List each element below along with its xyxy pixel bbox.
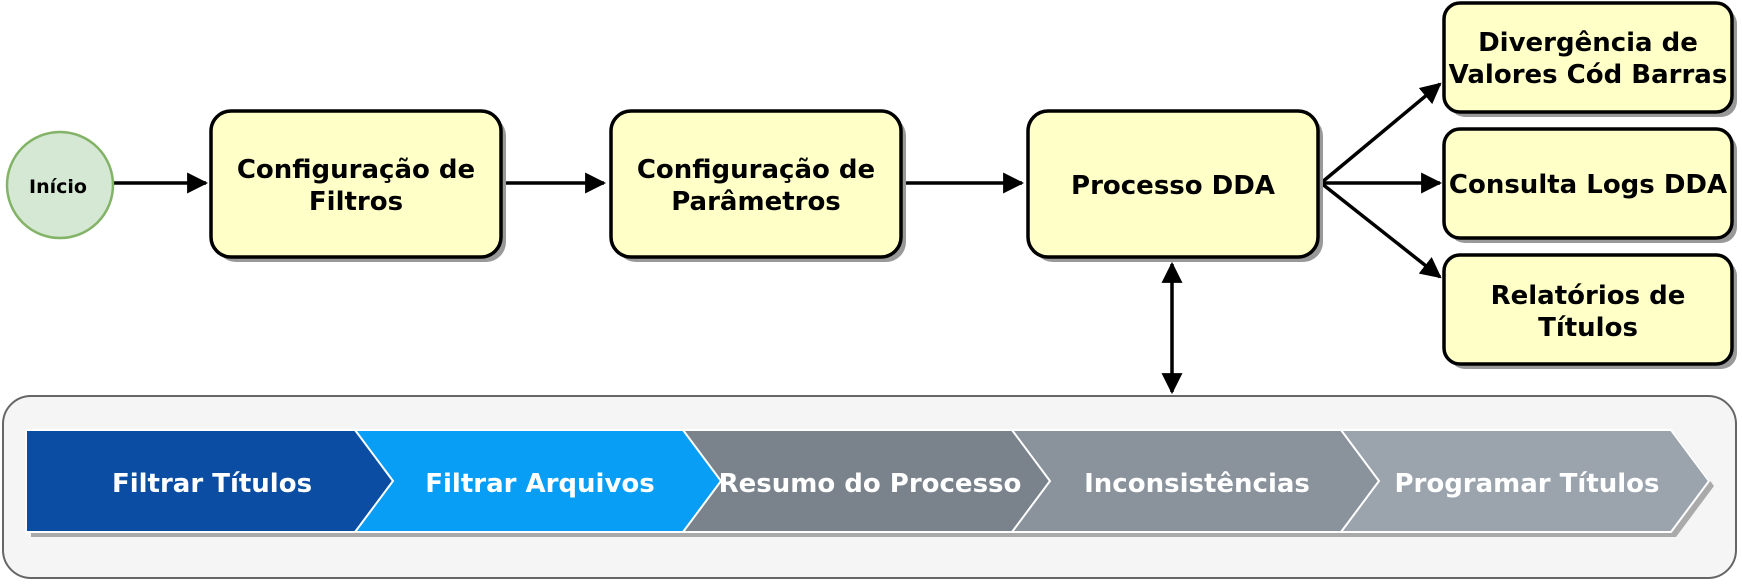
dda-process-label: Processo DDA [1071,171,1275,201]
edge-dda-to-divergence [1319,82,1442,185]
step-label: Filtrar Títulos [112,469,312,499]
logs-label: Consulta Logs DDA [1449,170,1727,200]
params-config-label-line1: Configuração de [637,155,875,185]
filters-config-label-line1: Configuração de [237,155,475,185]
step-label: Filtrar Arquivos [425,469,655,499]
filters-config-label-line2: Filtros [309,187,403,217]
reports-box [1442,253,1734,366]
divergence-label-line1: Divergência de [1478,28,1698,58]
filters-config-box [209,109,503,259]
params-config-label-line2: Parâmetros [671,187,841,217]
step-programar-titulos [1339,429,1711,533]
start-node-label: Início [29,176,87,198]
divergence-box [1442,1,1734,114]
step-label: Inconsistências [1084,469,1310,499]
reports-label-line1: Relatórios de [1491,281,1686,311]
edge-dda-to-reports [1319,181,1442,279]
dda-process-box [1026,109,1320,259]
logs-box [1442,127,1734,240]
params-config-box [609,109,903,259]
reports-label-line2: Títulos [1538,313,1638,343]
start-node [5,130,115,240]
divergence-label-line2: Valores Cód Barras [1449,60,1728,90]
step-label: Programar Títulos [1394,469,1659,499]
step-label: Resumo do Processo [719,469,1022,499]
